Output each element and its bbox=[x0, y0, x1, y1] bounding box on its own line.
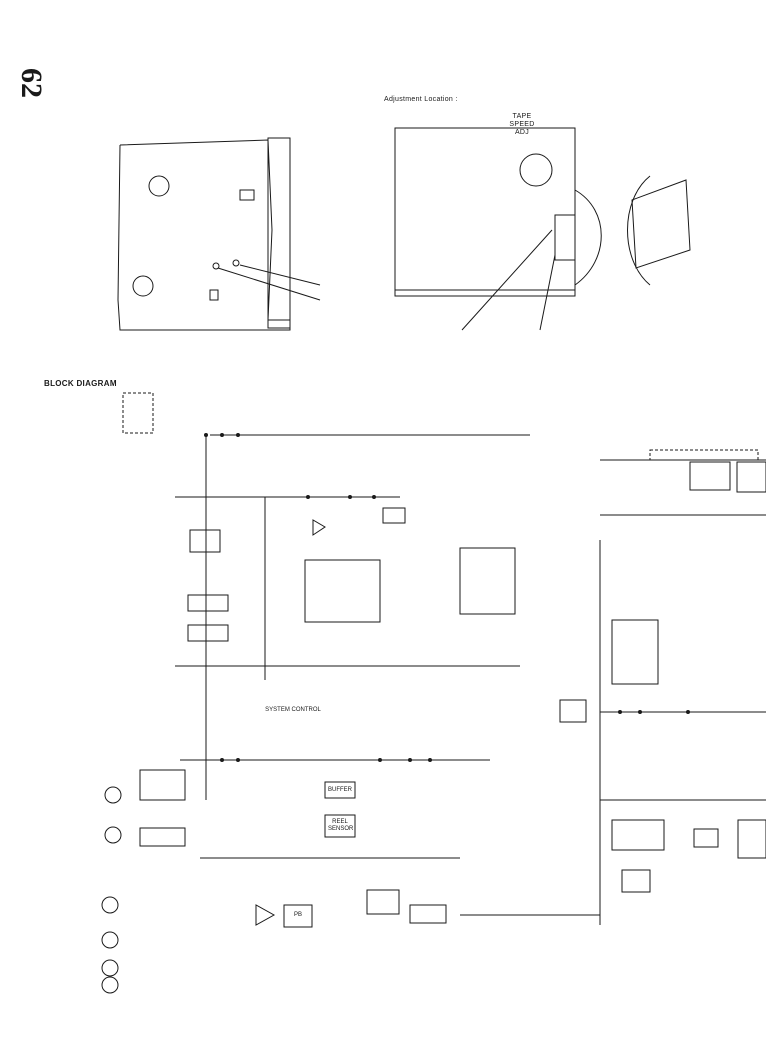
reel-sensor-block-label: REEL SENSOR bbox=[328, 819, 354, 832]
connection-dot bbox=[236, 433, 240, 437]
leader-line bbox=[217, 267, 321, 301]
ic-block bbox=[689, 461, 731, 491]
block-diagram-heading: BLOCK DIAGRAM bbox=[44, 379, 117, 388]
system-control-label: SYSTEM CONTROL bbox=[265, 707, 321, 713]
head-symbol bbox=[101, 976, 119, 994]
ic-block bbox=[187, 594, 229, 612]
detail-inset-outline bbox=[627, 175, 651, 286]
ic-block bbox=[611, 619, 659, 685]
connection-dot bbox=[638, 710, 642, 714]
top-view-outline bbox=[394, 127, 576, 297]
left-board-chassis bbox=[267, 137, 291, 329]
fm-front-end-frame bbox=[122, 392, 154, 434]
ic-block bbox=[139, 769, 186, 801]
ic-block bbox=[693, 828, 719, 848]
zoom-bubble bbox=[574, 189, 602, 286]
tape-speed-adj-label: TAPE SPEED ADJ bbox=[509, 113, 535, 136]
left-board-hole bbox=[132, 275, 154, 297]
pb-amp-block bbox=[283, 904, 313, 928]
pb-amp-label: PB bbox=[293, 912, 302, 918]
connection-dot bbox=[372, 495, 376, 499]
motor-symbol bbox=[104, 786, 122, 804]
ic-block bbox=[304, 559, 381, 623]
ic-block bbox=[621, 869, 651, 893]
connection-dot bbox=[428, 758, 432, 762]
ic-block bbox=[737, 819, 766, 859]
amp-symbol bbox=[312, 519, 326, 536]
ic-block bbox=[409, 904, 447, 924]
top-view-switch-block bbox=[554, 214, 576, 261]
buffer-block-label: BUFFER bbox=[328, 787, 352, 793]
connection-dot bbox=[306, 495, 310, 499]
reel-sensor-block bbox=[324, 814, 356, 838]
connection-dot bbox=[408, 758, 412, 762]
motor-symbol bbox=[104, 826, 122, 844]
adjustment-location-heading: Adjustment Location : bbox=[384, 96, 458, 103]
leader-line bbox=[539, 254, 556, 331]
connection-dot bbox=[204, 433, 208, 437]
connection-dot bbox=[220, 758, 224, 762]
connection-dot bbox=[686, 710, 690, 714]
leader-line bbox=[461, 229, 553, 331]
connection-dot bbox=[220, 433, 224, 437]
ic-block bbox=[559, 699, 587, 723]
ic-block bbox=[189, 529, 221, 553]
ic-block bbox=[366, 889, 400, 915]
ic-block bbox=[187, 624, 229, 642]
detail-inset-board bbox=[631, 179, 691, 269]
amp-symbol bbox=[255, 904, 276, 926]
connection-dot bbox=[348, 495, 352, 499]
connection-dot bbox=[236, 758, 240, 762]
left-board-hole bbox=[212, 262, 220, 270]
ic-block bbox=[649, 449, 759, 461]
head-symbol bbox=[101, 931, 119, 949]
head-symbol bbox=[101, 959, 119, 977]
connection-dot bbox=[378, 758, 382, 762]
ic-block bbox=[382, 507, 406, 524]
buffer-block bbox=[324, 781, 356, 799]
connection-dot bbox=[618, 710, 622, 714]
left-board-hole bbox=[232, 259, 240, 267]
tape-speed-pot bbox=[519, 153, 553, 187]
left-board-pad bbox=[239, 189, 255, 201]
left-board-hole bbox=[148, 175, 170, 197]
head-symbol bbox=[101, 896, 119, 914]
left-board-outline bbox=[117, 139, 291, 331]
ic-block bbox=[139, 827, 186, 847]
ic-block bbox=[459, 547, 516, 615]
ic-block bbox=[611, 819, 665, 851]
ic-block bbox=[736, 461, 766, 493]
left-board-pad bbox=[209, 289, 219, 301]
leader-line bbox=[239, 264, 321, 286]
